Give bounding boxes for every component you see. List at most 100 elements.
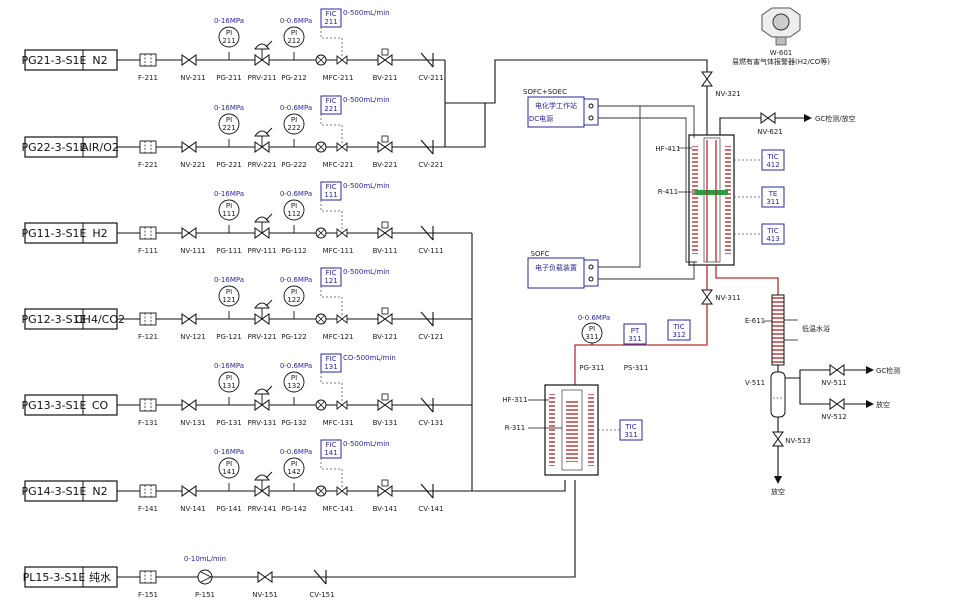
mfc-valve (336, 55, 348, 65)
prv-label: PRV-221 (248, 161, 277, 169)
ball-valve[interactable] (377, 141, 393, 153)
filter-label: F-211 (138, 74, 158, 82)
pump[interactable] (197, 569, 213, 585)
check-valve[interactable] (420, 225, 434, 241)
mfc-cross (316, 142, 326, 152)
check-flap (313, 569, 327, 585)
pressure-reducing-valve[interactable] (254, 40, 273, 66)
needle-valve[interactable] (181, 54, 197, 66)
check-valve[interactable] (420, 397, 434, 413)
prv-label: PRV-141 (248, 505, 277, 513)
needle-valve[interactable] (181, 227, 197, 239)
gauge-circle (218, 199, 240, 221)
mfc-label: MFC-111 (323, 247, 354, 255)
gas-name: CO (92, 399, 109, 412)
pressure-reducing-valve[interactable] (254, 385, 273, 411)
station-box (527, 96, 585, 128)
ball-valve[interactable] (377, 227, 393, 239)
ball-valve[interactable] (377, 313, 393, 325)
needle-valve-label: NV-211 (180, 74, 206, 82)
check-valve[interactable] (420, 311, 434, 327)
check-flap (420, 225, 434, 241)
needle-valve-513[interactable] (772, 431, 784, 447)
needle-valve[interactable] (181, 485, 197, 497)
pressure-reducing-valve[interactable] (254, 471, 273, 497)
filter[interactable] (139, 484, 157, 498)
mfc-cross (316, 486, 326, 496)
valve-body (701, 289, 713, 305)
gauge-range: 0-16MPa (214, 362, 244, 370)
ball-valve[interactable] (377, 485, 393, 497)
needle-valve-label: NV-121 (180, 333, 206, 341)
fic-box (320, 439, 342, 459)
valve-body (377, 227, 393, 239)
needle-valve-311[interactable] (701, 289, 713, 305)
pressure-reducing-valve[interactable] (254, 127, 273, 153)
mass-flow-controller[interactable] (315, 313, 348, 325)
heater-label: HF-411 (655, 145, 680, 153)
gas-name: CH4/CO2 (75, 313, 125, 326)
filter[interactable] (139, 312, 157, 326)
mass-flow-controller[interactable] (315, 399, 348, 411)
needle-valve[interactable] (181, 141, 197, 153)
check-valve[interactable] (420, 483, 434, 499)
check-valve[interactable] (313, 569, 327, 585)
control-signal (320, 114, 343, 143)
control-signal (320, 286, 343, 315)
separator-label: V-511 (745, 379, 765, 387)
filter[interactable] (139, 570, 157, 584)
mass-flow-controller[interactable] (315, 54, 348, 66)
gauge-label: PG-111 (216, 247, 242, 255)
load-title: SOFC (531, 250, 550, 258)
mass-flow-controller[interactable] (315, 227, 348, 239)
flow-range: 0-500mL/min (343, 96, 390, 104)
valve-spring (265, 471, 273, 479)
fic-type: FIC (326, 97, 337, 105)
pressure-reducing-valve[interactable] (254, 213, 273, 239)
header-pipe (445, 103, 486, 148)
needle-valve[interactable] (257, 571, 273, 583)
filter[interactable] (139, 140, 157, 154)
pressure-reducing-valve[interactable] (254, 299, 273, 325)
check-valve[interactable] (420, 52, 434, 68)
fic-number: 211 (324, 18, 337, 26)
line-tag: PG11-3-S1E (21, 227, 86, 240)
check-valve-label: CV-111 (418, 247, 443, 255)
pi-type: PI (291, 202, 297, 210)
mfc-valve (336, 314, 348, 324)
mfc-cross (316, 228, 326, 238)
instrument-box (761, 223, 785, 245)
check-valve[interactable] (420, 139, 434, 155)
ball-valve-label: BV-111 (373, 247, 398, 255)
control-signal (320, 27, 343, 56)
ball-valve[interactable] (377, 54, 393, 66)
pipe (785, 369, 870, 405)
needle-valve-512[interactable] (829, 398, 845, 410)
filter[interactable] (139, 226, 157, 240)
needle-valve-321[interactable] (701, 71, 713, 87)
valve-label: NV-511 (821, 379, 847, 387)
needle-valve-621[interactable] (760, 112, 776, 124)
mass-flow-controller[interactable] (315, 485, 348, 497)
check-valve-label: CV-141 (418, 505, 443, 513)
ball-valve[interactable] (377, 399, 393, 411)
needle-valve-511[interactable] (829, 364, 845, 376)
mass-flow-controller[interactable] (315, 141, 348, 153)
needle-valve[interactable] (181, 399, 197, 411)
needle-valve[interactable] (181, 313, 197, 325)
filter[interactable] (139, 53, 157, 67)
filter[interactable] (139, 398, 157, 412)
filter-label: F-131 (138, 419, 158, 427)
pi-type: PI (291, 460, 297, 468)
pi-number: 212 (287, 37, 300, 45)
pi-number: 211 (222, 37, 235, 45)
bath-label: 低温水浴 (802, 324, 830, 333)
fic-type: FIC (326, 10, 337, 18)
